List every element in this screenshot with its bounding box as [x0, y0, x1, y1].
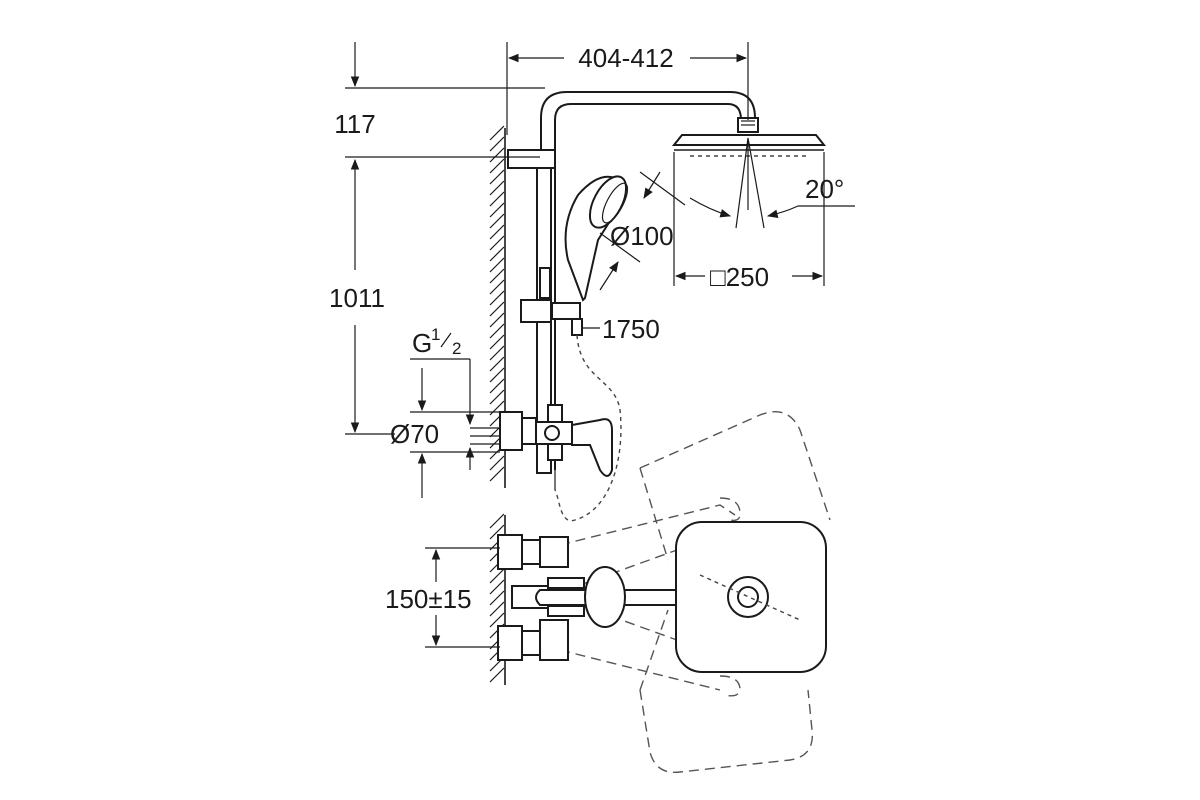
top-view [497, 411, 831, 774]
wall-hatch-line [489, 301, 505, 317]
wall-hatch-line [489, 323, 505, 339]
wall-hatch-line [489, 191, 505, 207]
dim-hand-shower: Ø100 [599, 171, 686, 291]
wall-hatch-line [489, 612, 505, 628]
thread-label: G [412, 328, 432, 358]
wall-hatch-line [489, 147, 505, 163]
wall-hatch-line [489, 213, 505, 229]
wall-hatch-line [489, 389, 505, 405]
top-offset-label: 117 [334, 109, 375, 139]
dim-hose-length: 1750 [582, 314, 660, 344]
wall-hatch-line [489, 400, 505, 416]
thread-numerator: 1 [431, 325, 440, 344]
wall-hatch-line [489, 257, 505, 273]
wall-hatch-line [489, 513, 505, 529]
wall-hatch-line [489, 158, 505, 174]
mixer-side [470, 404, 613, 490]
wall-hatch-line [489, 279, 505, 295]
wall-hatch-line [489, 290, 505, 306]
wall-hatch-line [489, 579, 505, 595]
hand-shower [564, 175, 629, 302]
hand-shower-label: Ø100 [610, 221, 674, 251]
dim-spray-angle: 20° [689, 174, 855, 218]
wall-hatch-line [489, 345, 505, 361]
wall-hatch-line [489, 568, 505, 584]
wall-hatch-line [489, 202, 505, 218]
hose-length-label: 1750 [602, 314, 660, 344]
wall-hatch-line [489, 524, 505, 540]
escutcheon-label: Ø70 [390, 419, 439, 449]
wall-hatch-line [489, 169, 505, 185]
rail-height-label: 1011 [329, 283, 385, 313]
head-size-label: □250 [710, 262, 769, 292]
dim-centers: 150±15 [385, 547, 500, 648]
wall-hatch-line [489, 268, 505, 284]
wall-hatch-line [489, 224, 505, 240]
wall-hatch-line [489, 235, 505, 251]
wall-hatch-line [489, 601, 505, 617]
wall-hatch-line [489, 246, 505, 262]
spray-angle-label: 20° [805, 174, 844, 204]
wall-hatch-line [489, 334, 505, 350]
wall-hatch-line [489, 378, 505, 394]
thread-denominator: 2 [452, 339, 461, 358]
wall-hatch-line [489, 455, 505, 471]
wall-hatch-line [489, 136, 505, 152]
arm-length-label: 404-412 [578, 43, 673, 73]
wall-hatch-line [489, 180, 505, 196]
wall-hatch-line [489, 466, 505, 482]
wall-hatch-line [489, 367, 505, 383]
head-shower [671, 117, 827, 229]
wall-hatch-line [489, 312, 505, 328]
wall-hatch-line [489, 590, 505, 606]
dim-escutcheon: Ø70 [390, 368, 500, 498]
wall-hatch-line [489, 667, 505, 683]
centers-label: 150±15 [385, 584, 472, 614]
wall-hatch-line [489, 356, 505, 372]
dim-top-offset: 117 [334, 42, 545, 158]
dim-thread: G 1 2 [410, 325, 475, 470]
dim-head-size: □250 [673, 152, 825, 292]
dim-rail-height: 1011 [329, 158, 395, 435]
wall-hatch-line [489, 125, 505, 141]
